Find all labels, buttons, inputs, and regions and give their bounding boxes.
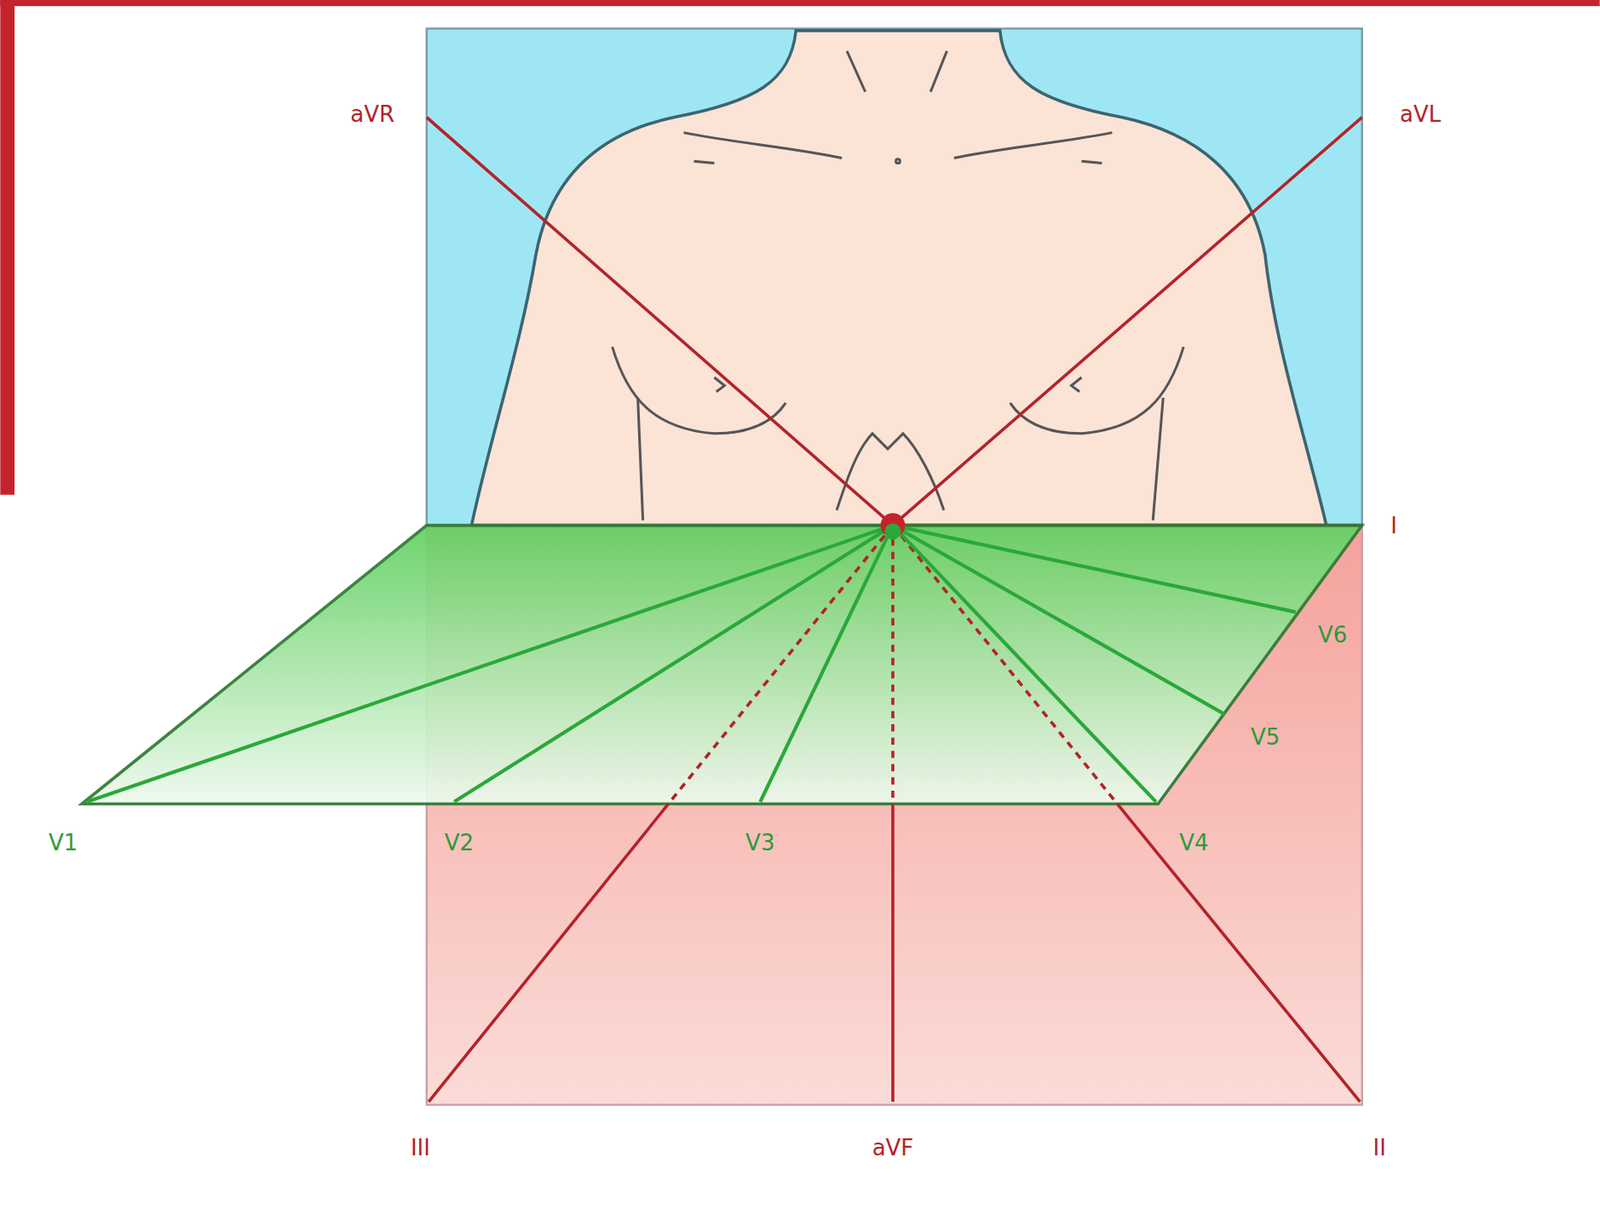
- lead-label: III: [410, 1136, 431, 1159]
- lead-label: V5: [1250, 725, 1280, 749]
- lead-label: V1: [48, 831, 78, 854]
- horizontal-plane: [81, 525, 1363, 805]
- lead-label: V6: [1317, 623, 1347, 646]
- lead-label: II: [1373, 1136, 1387, 1159]
- heart-center: [884, 523, 901, 540]
- precordial-lead-axes: [86, 525, 1296, 802]
- limb-lead-axes-hidden: [668, 525, 1118, 805]
- lead-label: aVL: [1399, 103, 1441, 126]
- limb-lead-axes: [426, 117, 1363, 526]
- lead-label: V2: [444, 831, 474, 854]
- torso: [471, 30, 1326, 526]
- lead-label: aVR: [350, 103, 395, 126]
- lead-label: V3: [745, 831, 775, 854]
- frame-bar: [0, 0, 1600, 6]
- frame-bar: [0, 0, 15, 495]
- frontal-plane-upper: [426, 28, 1363, 526]
- lead-label: aVF: [872, 1136, 915, 1159]
- torso-details: [612, 51, 1184, 521]
- limb-lead-axes-lower: [428, 803, 1360, 1102]
- lead-label: V4: [1179, 831, 1209, 854]
- lead-label: I: [1390, 514, 1398, 537]
